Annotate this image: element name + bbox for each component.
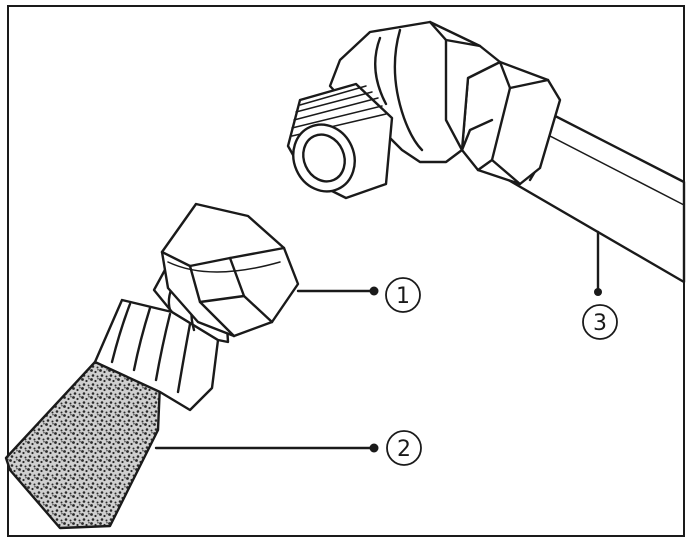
callout-2-circle [386,430,422,466]
threaded-end [286,82,394,200]
callout-1-circle [385,277,421,313]
callout-1-dot [369,286,379,296]
compression-nut [460,60,562,186]
filter-fitting [4,202,300,530]
elbow-fitting [286,20,686,284]
callout-3-label: 3 [593,311,607,336]
filter-hex-nut [160,202,300,338]
callout-1-label: 1 [396,284,410,309]
callout-2-dot [369,443,379,453]
sintered-filter [4,360,162,530]
callout-3-circle [582,304,618,340]
callout-3-dot [594,288,602,296]
elbow-body [328,20,502,164]
callout-3: 3 [582,230,618,340]
callout-1: 1 [296,277,421,313]
callout-2-label: 2 [397,437,411,462]
callout-2: 2 [154,430,422,466]
